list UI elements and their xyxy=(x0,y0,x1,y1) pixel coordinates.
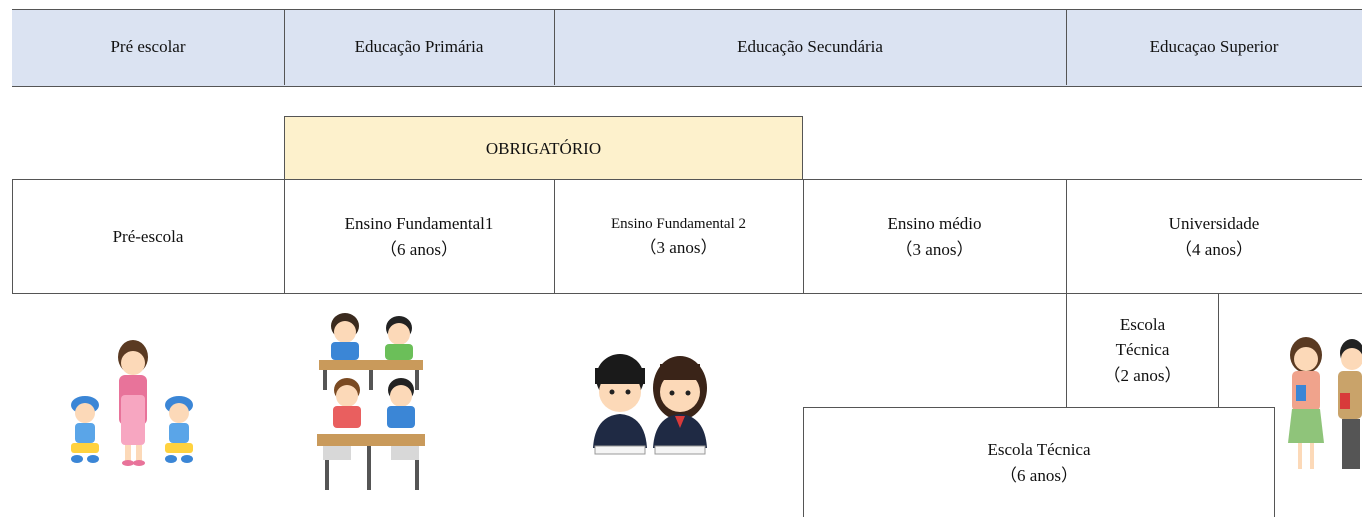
university-students-illustration xyxy=(1288,337,1362,469)
level-fund2-years: （3 anos） xyxy=(639,238,718,257)
level-universidade-years: （4 anos） xyxy=(1175,239,1253,259)
students-writing-illustration xyxy=(593,354,707,455)
escola-tecnica-6-anos: Escola Técnica （6 anos） xyxy=(803,407,1275,517)
levels-divider xyxy=(803,179,804,294)
levels-divider xyxy=(12,179,13,294)
header-primaria: Educação Primária xyxy=(284,10,554,84)
level-medio-name: Ensino médio xyxy=(887,214,982,233)
obrigatorio-band: OBRIGATÓRIO xyxy=(284,116,803,180)
levels-divider xyxy=(284,179,285,294)
level-fund1: Ensino Fundamental1 （6 anos） xyxy=(284,180,554,293)
level-fund1-name: Ensino Fundamental1 xyxy=(344,214,494,233)
levels-divider xyxy=(554,179,555,294)
header-superior: Educaçao Superior xyxy=(1066,10,1362,84)
header-secundaria-label: Educação Secundária xyxy=(737,37,883,57)
header-pre-escolar: Pré escolar xyxy=(12,10,284,84)
level-fund2: Ensino Fundamental 2 （3 anos） xyxy=(554,180,803,293)
escola-tecnica-2-years: （2 anos） xyxy=(1103,365,1182,385)
level-pre-escola: Pré-escola xyxy=(12,180,284,293)
level-fund1-years: （6 anos） xyxy=(380,239,458,259)
header-primaria-label: Educação Primária xyxy=(354,37,484,57)
header-superior-label: Educaçao Superior xyxy=(1149,37,1279,57)
header-secundaria: Educação Secundária xyxy=(554,10,1066,84)
level-pre-escola-label: Pré-escola xyxy=(112,226,184,246)
levels-top-border xyxy=(12,179,1362,180)
obrigatorio-label: OBRIGATÓRIO xyxy=(485,138,602,158)
escola-tecnica-2-line2: Técnica xyxy=(1115,340,1170,360)
escola-tecnica-2-anos: Escola Técnica （2 anos） xyxy=(1066,293,1219,407)
classroom-students-illustration xyxy=(317,313,425,490)
level-universidade: Universidade （4 anos） xyxy=(1066,180,1362,293)
level-medio-years: （3 anos） xyxy=(895,239,974,259)
escola-tecnica-6-years: （6 anos） xyxy=(1000,465,1078,485)
header-divider xyxy=(284,9,285,85)
header-divider xyxy=(1066,9,1067,85)
header-pre-escolar-label: Pré escolar xyxy=(110,37,186,57)
level-medio: Ensino médio （3 anos） xyxy=(803,180,1066,293)
levels-divider xyxy=(1066,179,1067,294)
level-fund2-name: Ensino Fundamental 2 xyxy=(611,215,746,232)
teacher-with-children-illustration xyxy=(71,340,193,466)
level-universidade-name: Universidade xyxy=(1168,214,1260,233)
escola-tecnica-6-name: Escola Técnica xyxy=(987,440,1091,459)
escola-tecnica-2-line1: Escola xyxy=(1119,314,1166,334)
levels-bottom-border xyxy=(12,293,1362,294)
header-divider xyxy=(554,9,555,85)
